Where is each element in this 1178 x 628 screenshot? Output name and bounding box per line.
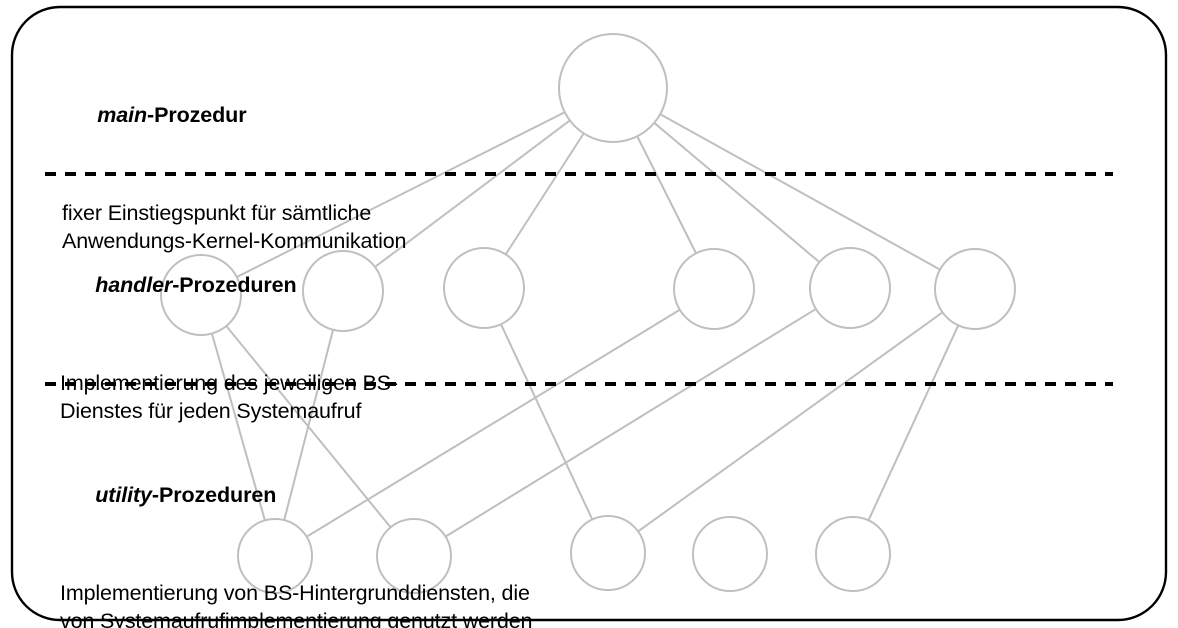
graph-node-U2[interactable] xyxy=(376,518,452,594)
graph-nodes xyxy=(160,33,1016,594)
graph-edge-H6-U5 xyxy=(867,324,960,522)
graph-edge-H4-U1 xyxy=(305,308,681,538)
rounded-container xyxy=(10,5,1168,622)
graph-node-H6[interactable] xyxy=(934,248,1016,330)
graph-node-U4[interactable] xyxy=(692,516,768,592)
graph-edge-M1-H6 xyxy=(659,113,942,271)
graph-node-H5[interactable] xyxy=(809,247,891,329)
graph-edge-H6-U3 xyxy=(637,311,944,533)
graph-edge-M1-H5 xyxy=(653,121,821,264)
graph-node-U5[interactable] xyxy=(815,516,891,592)
graph-node-H2[interactable] xyxy=(302,250,384,332)
graph-node-U3[interactable] xyxy=(570,515,646,591)
graph-edge-H5-U2 xyxy=(444,307,817,538)
graph-edge-H1-U1 xyxy=(210,332,266,522)
graph-node-H4[interactable] xyxy=(673,248,755,330)
graph-node-U1[interactable] xyxy=(237,518,313,594)
graph-edge-M1-H4 xyxy=(636,135,698,255)
graph-edge-M1-H1 xyxy=(235,111,566,279)
graph-edge-M1-H3 xyxy=(504,132,585,256)
rounded-container-frame xyxy=(10,5,1168,622)
layer-dividers xyxy=(45,172,1113,386)
graph-edge-H3-U3 xyxy=(499,323,594,521)
graph-edges xyxy=(210,111,960,538)
graph-edge-H2-U1 xyxy=(283,328,335,522)
graph-node-M1[interactable] xyxy=(558,33,668,143)
graph-node-H3[interactable] xyxy=(443,247,525,329)
graph-edge-M1-H2 xyxy=(373,119,571,268)
graph-node-H1[interactable] xyxy=(160,254,242,336)
